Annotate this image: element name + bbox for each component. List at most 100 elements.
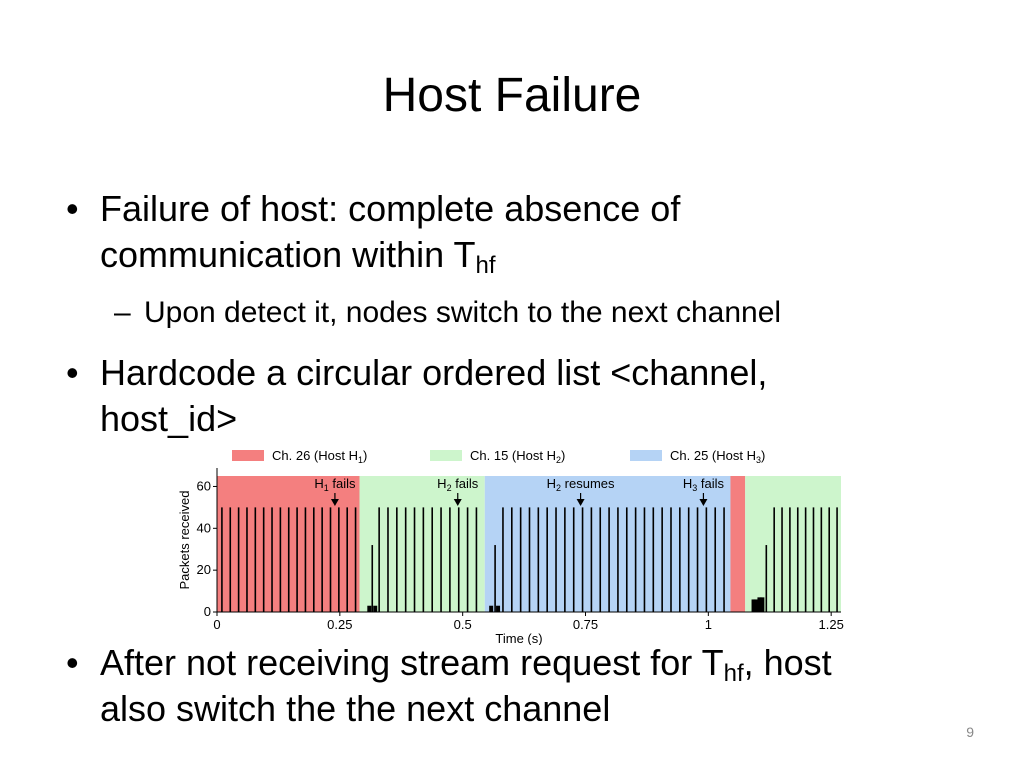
bar — [705, 507, 708, 612]
bar — [475, 507, 478, 612]
bar — [687, 507, 690, 612]
bar — [608, 507, 610, 612]
annotation-arrowhead — [576, 499, 585, 506]
bar — [413, 507, 416, 612]
bar — [652, 507, 655, 612]
x-tick-label: 1.25 — [819, 617, 844, 632]
bar — [457, 507, 460, 612]
annotation-label: H3 fails — [683, 476, 725, 493]
bar — [796, 507, 799, 612]
bar — [781, 507, 783, 612]
bar — [723, 507, 725, 612]
chart-legend: Ch. 26 (Host H1)Ch. 15 (Host H2)Ch. 25 (… — [232, 448, 765, 465]
x-tick-label: 0 — [213, 617, 220, 632]
bar — [440, 507, 442, 612]
bullet-1-line-2: communication within Thf — [100, 232, 496, 278]
bar — [599, 507, 602, 612]
bar — [679, 507, 681, 612]
annotation-arrowhead — [330, 499, 339, 506]
bullet-dot: • — [66, 188, 79, 229]
y-tick-label: 20 — [197, 562, 211, 577]
bullet-3-line-1: After not receiving stream request for T… — [100, 640, 832, 686]
bar — [828, 507, 831, 612]
bar — [312, 507, 315, 612]
bar — [489, 605, 494, 612]
bullet-1-subscript: hf — [475, 252, 496, 279]
bullet-3-subscript: hf — [723, 660, 744, 687]
x-axis-label: Time (s) — [495, 631, 542, 645]
bar — [789, 507, 791, 612]
bar — [590, 507, 593, 612]
bullet-dot: • — [66, 352, 79, 393]
region-3 — [484, 476, 731, 612]
bar — [387, 507, 389, 612]
bar — [378, 507, 380, 612]
chart-bars — [221, 507, 838, 612]
bar — [564, 507, 566, 612]
region-2 — [359, 476, 485, 612]
bar — [449, 507, 451, 612]
x-tick-label: 0.25 — [327, 617, 352, 632]
bar — [494, 545, 496, 612]
bar — [221, 507, 223, 612]
bar — [773, 507, 775, 612]
bar — [555, 507, 557, 612]
annotation-arrowhead — [453, 499, 462, 506]
bar — [271, 507, 273, 612]
x-tick-label: 0.5 — [454, 617, 472, 632]
sub-bullet-1-text: Upon detect it, nodes switch to the next… — [144, 296, 782, 329]
region-5 — [745, 476, 841, 612]
bar — [371, 545, 374, 612]
bar — [329, 507, 332, 612]
bullet-3-line-2: also switch the the next channel — [100, 688, 611, 729]
bar — [466, 507, 469, 612]
y-tick-label: 40 — [197, 520, 211, 535]
bar — [661, 507, 663, 612]
bar — [373, 605, 378, 612]
bar — [617, 507, 619, 612]
bar — [262, 507, 265, 612]
bar — [528, 507, 531, 612]
legend-label: Ch. 26 (Host H1) — [272, 448, 367, 465]
annotation-label: H1 fails — [314, 476, 356, 493]
bar — [367, 605, 372, 612]
bar — [422, 507, 425, 612]
bar — [346, 507, 349, 612]
bar — [643, 507, 646, 612]
packets-chart: Ch. 26 (Host H1)Ch. 15 (Host H2)Ch. 25 (… — [177, 448, 844, 645]
bar — [254, 507, 257, 612]
bar — [431, 507, 434, 612]
page-number: 9 — [966, 724, 974, 740]
bullet-1-line-2-text: communication within T — [100, 234, 476, 275]
bar — [696, 507, 699, 612]
bar — [246, 507, 248, 612]
annotation-arrowhead — [699, 499, 708, 506]
bar — [304, 507, 307, 612]
bar — [625, 507, 628, 612]
bar — [546, 507, 548, 612]
bar — [714, 507, 717, 612]
bar — [296, 507, 298, 612]
bar — [572, 507, 575, 612]
bar — [765, 545, 768, 612]
x-tick-label: 0.75 — [573, 617, 598, 632]
bar — [836, 507, 838, 612]
bar — [753, 599, 758, 612]
bullet-1-line-1: Failure of host: complete absence of — [100, 188, 681, 229]
bar — [396, 507, 398, 612]
bar — [804, 507, 807, 612]
legend-swatch-green — [430, 450, 462, 461]
bar — [581, 507, 584, 612]
bar — [757, 597, 762, 612]
x-tick-label: 1 — [705, 617, 712, 632]
slide-title: Host Failure — [382, 69, 642, 122]
chart-regions — [217, 476, 841, 612]
y-tick-label: 60 — [197, 478, 211, 493]
region-4 — [730, 476, 746, 612]
sub-bullet-dash: – — [114, 296, 131, 329]
bar — [354, 507, 357, 612]
legend-swatch-blue — [630, 450, 662, 461]
bar — [502, 507, 504, 612]
